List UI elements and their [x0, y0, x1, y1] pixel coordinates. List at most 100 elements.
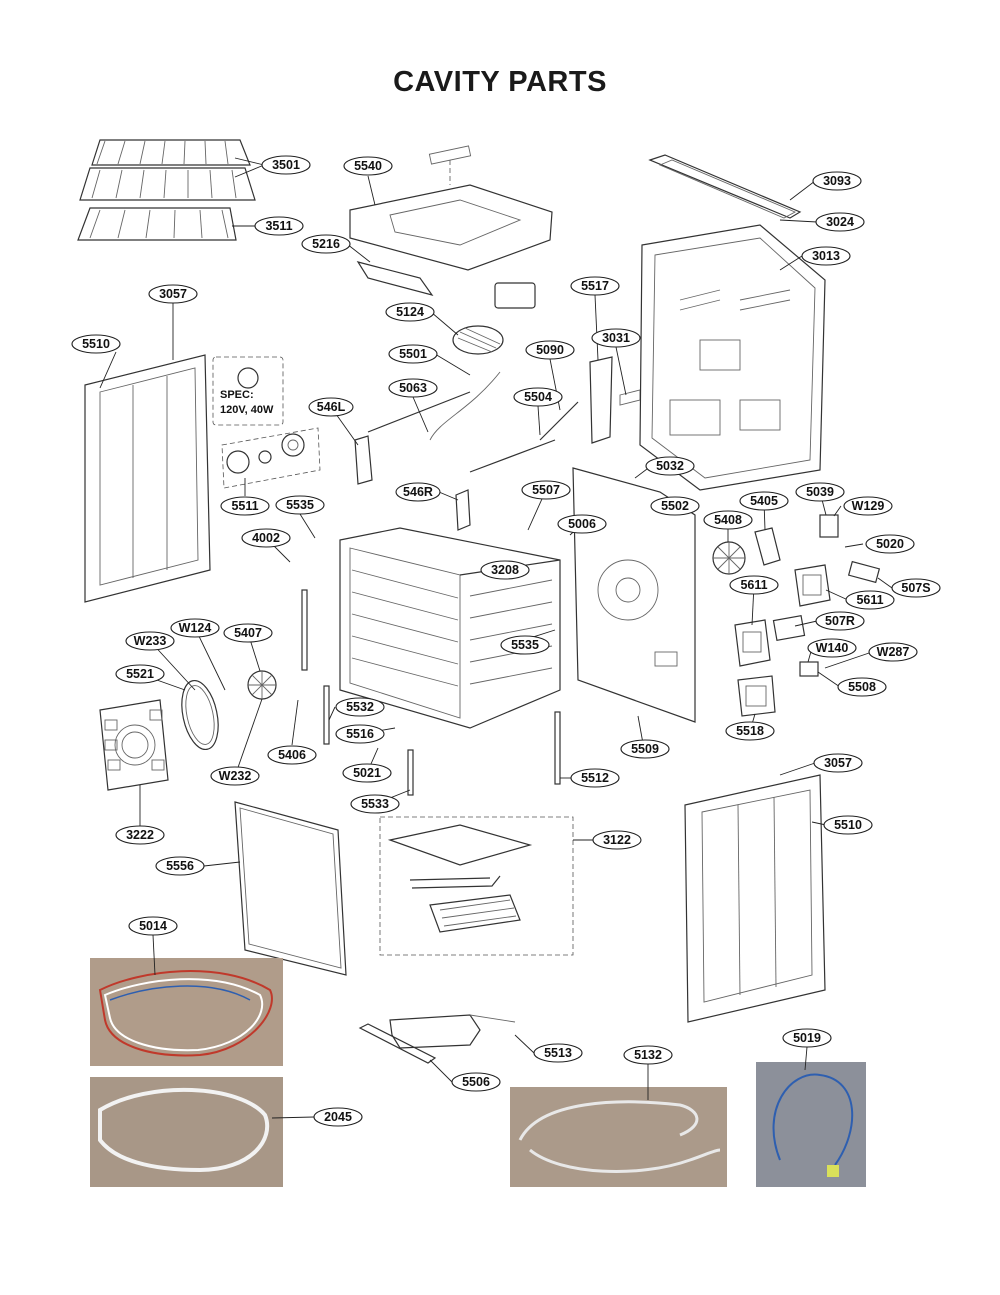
callout-5611-mid: 5611 — [729, 575, 779, 595]
photo-5014 — [90, 958, 283, 1066]
photo-2045 — [90, 1077, 283, 1187]
callout-546L: 546L — [308, 397, 354, 417]
callout-label: 3122 — [603, 833, 631, 847]
photo-5132 — [510, 1087, 727, 1187]
callout-label: W232 — [219, 769, 252, 783]
callout-label: 5063 — [399, 381, 427, 395]
callout-label: 5021 — [353, 766, 381, 780]
oven-rack-3501 — [79, 139, 256, 201]
callout-label: 5006 — [568, 517, 596, 531]
rails — [301, 589, 561, 796]
callout-5407: 5407 — [223, 623, 273, 643]
callout-507S: 507S — [891, 578, 941, 598]
callout-label: 5502 — [661, 499, 689, 513]
callout-5518: 5518 — [725, 721, 775, 741]
callout-label: W287 — [877, 645, 910, 659]
callout-label: 5611 — [740, 578, 767, 592]
callout-label: 5540 — [354, 159, 382, 173]
callout-5535-lower: 5535 — [500, 635, 550, 655]
callout-label: 5124 — [396, 305, 424, 319]
callout-label: 5513 — [544, 1046, 572, 1060]
callout-5611-right: 5611 — [845, 590, 895, 610]
fan-blade-5407 — [247, 670, 277, 700]
callout-5506: 5506 — [451, 1072, 501, 1092]
callout-5039: 5039 — [795, 482, 845, 502]
callout-W140: W140 — [807, 638, 857, 658]
callout-label: 2045 — [324, 1110, 352, 1124]
callout-5021: 5021 — [342, 763, 392, 783]
outer-case-3013 — [639, 224, 826, 491]
callout-4002: 4002 — [241, 528, 291, 548]
callout-5216: 5216 — [301, 234, 351, 254]
oven-lamp-assembly — [221, 427, 321, 489]
switch-5039 — [819, 514, 839, 538]
callout-5405: 5405 — [739, 491, 789, 511]
callout-label: 507R — [825, 614, 855, 628]
convection-fan-5408 — [712, 541, 746, 575]
callout-5090: 5090 — [525, 340, 575, 360]
spec-line-1: SPEC: — [220, 389, 254, 401]
callout-5006: 5006 — [557, 514, 607, 534]
callout-5406: 5406 — [267, 745, 317, 765]
bracket-5405 — [754, 527, 781, 566]
callout-3208: 3208 — [480, 560, 530, 580]
callout-label: 3501 — [272, 158, 300, 172]
callout-5507: 5507 — [521, 480, 571, 500]
bake-element-5513 — [389, 1014, 516, 1049]
hinge-546R — [455, 489, 471, 531]
callout-label: 3093 — [823, 174, 851, 188]
callout-3093: 3093 — [812, 171, 862, 191]
callout-5516: 5516 — [335, 724, 385, 744]
relay-5508 — [799, 661, 819, 677]
callout-5063: 5063 — [388, 378, 438, 398]
callout-label: 5512 — [581, 771, 609, 785]
callout-label: 3031 — [602, 331, 630, 345]
callout-label: 4002 — [252, 531, 280, 545]
oven-cavity-3208 — [339, 527, 561, 729]
callout-label: 5535 — [511, 638, 539, 652]
callout-label: 546L — [317, 400, 346, 414]
callout-3057-right: 3057 — [813, 753, 863, 773]
callout-label: 5132 — [634, 1048, 662, 1062]
bracket-5518 — [737, 675, 776, 717]
callout-5517: 5517 — [570, 276, 620, 296]
callout-label: 5090 — [536, 343, 564, 357]
callout-label: 5032 — [656, 459, 684, 473]
callout-label: 3222 — [126, 828, 154, 842]
vent-duct-5517 — [589, 356, 641, 444]
callout-W232: W232 — [210, 766, 260, 786]
callout-label: 3057 — [159, 287, 187, 301]
callout-label: 5611 — [856, 593, 883, 607]
trim-3093 — [648, 154, 802, 219]
callout-label: 5507 — [532, 483, 560, 497]
callout-label: 5511 — [231, 499, 258, 513]
callout-5132: 5132 — [623, 1045, 673, 1065]
callout-label: 5406 — [278, 748, 306, 762]
callout-label: 5019 — [793, 1031, 821, 1045]
callout-3222: 3222 — [115, 825, 165, 845]
callout-5511: 5511 — [220, 496, 270, 516]
door-liner-left — [84, 354, 211, 603]
callout-label: W140 — [816, 641, 849, 655]
callout-5508: 5508 — [837, 677, 887, 697]
callout-label: W129 — [852, 499, 885, 513]
top-cover-5540 — [349, 145, 553, 271]
callout-label: 3057 — [824, 756, 852, 770]
callout-2045: 2045 — [313, 1107, 363, 1127]
convection-element-5521 — [181, 679, 219, 751]
callout-5510-right: 5510 — [823, 815, 873, 835]
bottom-element-3122 — [379, 816, 574, 956]
callout-5502: 5502 — [650, 496, 700, 516]
callout-label: 5216 — [312, 237, 340, 251]
callout-3057-left: 3057 — [148, 284, 198, 304]
callout-label: 5501 — [399, 347, 427, 361]
callout-5556: 5556 — [155, 856, 205, 876]
callout-label: 5039 — [806, 485, 834, 499]
callout-label: W124 — [179, 621, 212, 635]
callout-5521: 5521 — [115, 664, 165, 684]
callout-label: 3013 — [812, 249, 840, 263]
callout-3511: 3511 — [254, 216, 304, 236]
board-507R — [772, 615, 806, 641]
element-bracket-5506 — [358, 1023, 437, 1064]
